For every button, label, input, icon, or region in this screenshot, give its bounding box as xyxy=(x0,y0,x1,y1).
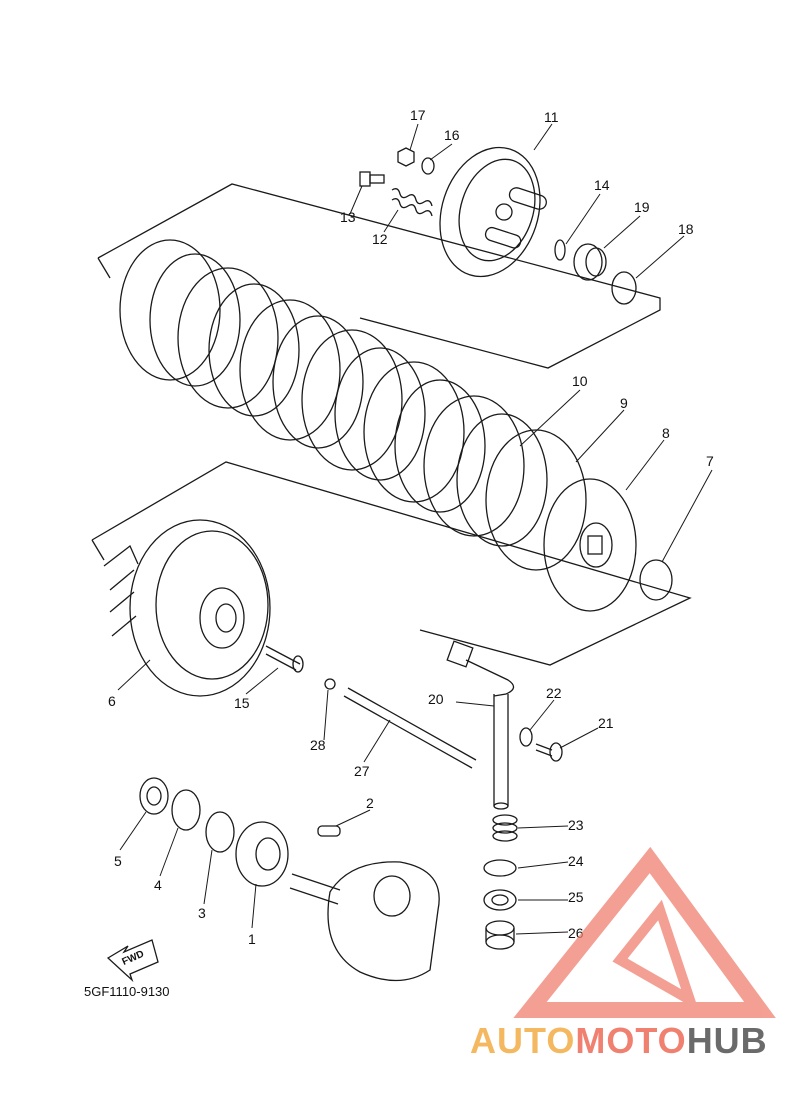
bolt xyxy=(359,171,385,187)
label-23: 23 xyxy=(568,817,584,833)
label-17: 17 xyxy=(410,107,426,123)
spring-23 xyxy=(492,814,518,842)
label-18: 18 xyxy=(678,221,694,237)
label-2: 2 xyxy=(366,795,374,811)
label-28: 28 xyxy=(310,737,326,753)
plates-frame xyxy=(97,183,661,369)
label-19: 19 xyxy=(634,199,650,215)
washer-16 xyxy=(421,157,435,175)
push-rod-27 xyxy=(343,687,477,769)
bearing-19 xyxy=(573,243,607,281)
plate-3 xyxy=(205,811,235,853)
label-3: 3 xyxy=(198,905,206,921)
label-9: 9 xyxy=(620,395,628,411)
label-8: 8 xyxy=(662,425,670,441)
crankshaft xyxy=(289,861,440,982)
circlip-24 xyxy=(483,859,517,877)
push-lever-axle xyxy=(446,640,515,810)
pressure-plate xyxy=(439,146,547,278)
watermark-part-1: AUTO xyxy=(470,1020,576,1061)
label-10: 10 xyxy=(572,373,588,389)
washer-22 xyxy=(519,727,533,747)
bolt-21 xyxy=(535,742,563,762)
hub-frame xyxy=(91,461,692,666)
label-27: 27 xyxy=(354,763,370,779)
key-2 xyxy=(317,825,341,837)
washer-14 xyxy=(554,239,566,261)
nut xyxy=(397,147,415,167)
label-1: 1 xyxy=(248,931,256,947)
label-6: 6 xyxy=(108,693,116,709)
nut-5 xyxy=(139,777,169,815)
clutch-boss xyxy=(543,478,637,612)
part-code: 5GF1110-9130 xyxy=(84,984,170,999)
label-21: 21 xyxy=(598,715,614,731)
label-7: 7 xyxy=(706,453,714,469)
fwd-arrow xyxy=(106,939,159,983)
primary-drive-gear xyxy=(235,821,289,887)
watermark-text: AUTOMOTOHUB xyxy=(470,1020,768,1062)
label-20: 20 xyxy=(428,691,444,707)
label-22: 22 xyxy=(546,685,562,701)
lock-washer-7 xyxy=(639,559,673,601)
watermark-part-2: MOTO xyxy=(575,1020,687,1061)
clutch-housing xyxy=(103,519,271,697)
label-4: 4 xyxy=(154,877,162,893)
label-15: 15 xyxy=(234,695,250,711)
clutch-spring xyxy=(391,188,433,217)
leader-lines xyxy=(117,123,713,935)
label-25: 25 xyxy=(568,889,584,905)
watermark-part-3: HUB xyxy=(686,1020,768,1061)
push-rod-15 xyxy=(265,645,304,673)
bearing-25 xyxy=(483,889,517,911)
label-12: 12 xyxy=(372,231,388,247)
lock-washer-18 xyxy=(611,271,637,305)
label-16: 16 xyxy=(444,127,460,143)
label-24: 24 xyxy=(568,853,584,869)
plate-stack xyxy=(119,239,587,571)
washer-4 xyxy=(171,789,201,831)
collar-26 xyxy=(485,920,515,950)
label-11: 11 xyxy=(544,109,559,125)
ball-28 xyxy=(324,678,336,690)
label-14: 14 xyxy=(594,177,610,193)
watermark-logo-icon xyxy=(513,846,776,1018)
label-13: 13 xyxy=(340,209,356,225)
label-5: 5 xyxy=(114,853,122,869)
